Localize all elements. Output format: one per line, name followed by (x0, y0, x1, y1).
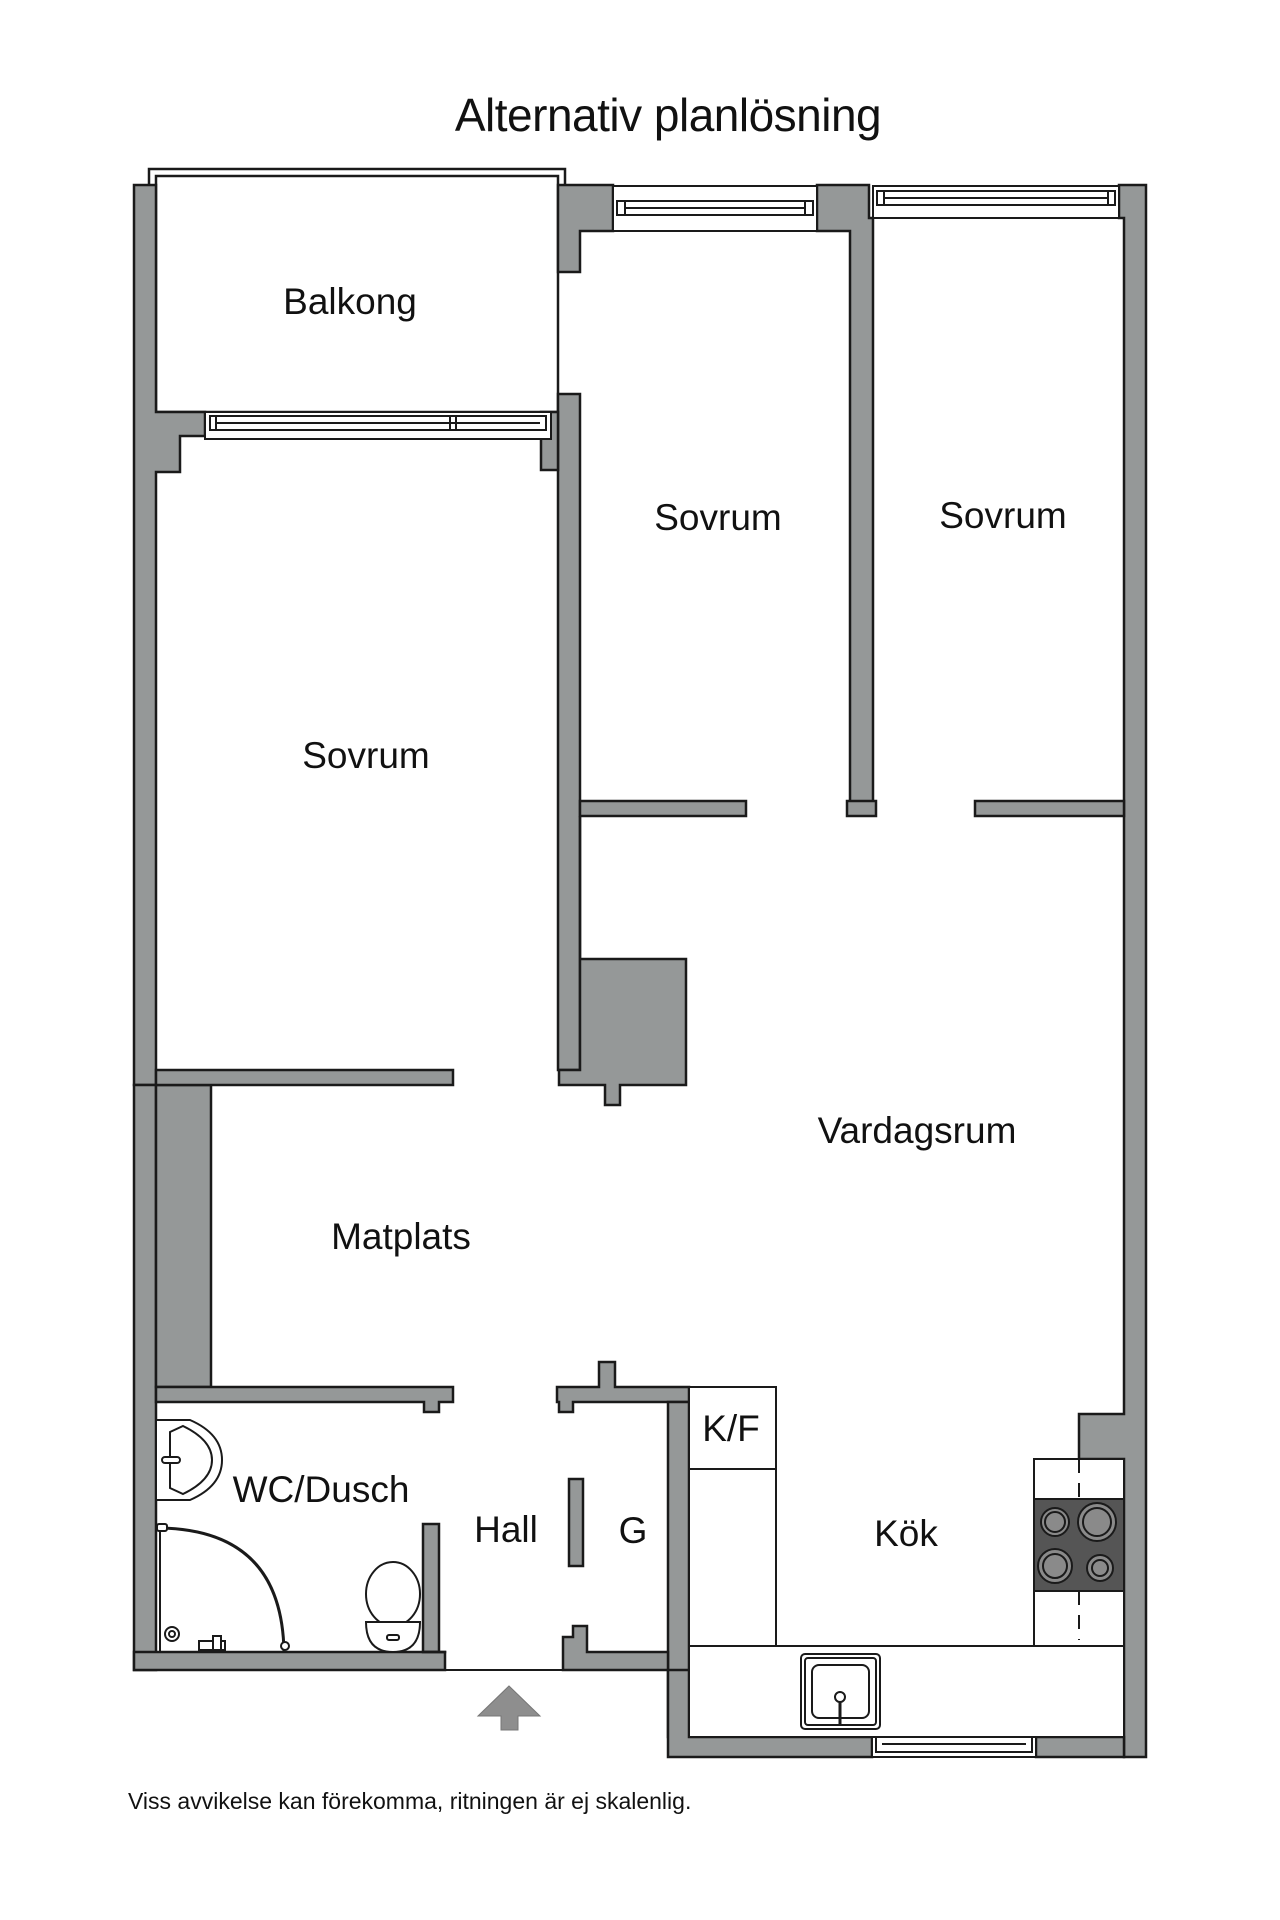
wall-mid-stub (845, 799, 878, 818)
wall-kitchen-bottom-right (1034, 1735, 1126, 1759)
room-label-vardagsrum: Vardagsrum (817, 1110, 1017, 1151)
disclaimer-note: Viss avvikelse kan förekomma, ritningen … (128, 1788, 692, 1814)
wall-bedroom-mid-front (578, 799, 748, 818)
window-balcony-door (204, 411, 552, 440)
wall-bedroom-right-front (973, 799, 1126, 818)
windows (204, 185, 1120, 1758)
kitchen-counter (688, 1645, 1125, 1738)
hob-icon (1033, 1498, 1125, 1592)
toilet-icon (364, 1561, 422, 1654)
balcony (147, 167, 567, 414)
sovrum-left-top-right-wall (556, 392, 582, 1072)
room-label-sovrum-right: Sovrum (939, 495, 1067, 536)
window-top-mid (612, 185, 818, 232)
matplats-thick-wall (154, 1083, 213, 1389)
wall-wc-right (421, 1522, 441, 1654)
window-top-right (872, 185, 1120, 219)
wall-closet-bottom (561, 1624, 670, 1672)
shower-icon (156, 1523, 290, 1653)
room-label-wc-dusch: WC/Dusch (232, 1469, 410, 1510)
closet-door-panel (567, 1477, 585, 1568)
column-block (557, 816, 688, 1107)
room-label-kok: Kök (874, 1513, 938, 1554)
room-label-hall: Hall (474, 1509, 538, 1550)
top-wall-mid-block (815, 183, 875, 816)
outer-wall-left-lower (132, 1083, 158, 1672)
room-label-sovrum-mid: Sovrum (654, 497, 782, 538)
room-label-sovrum-left: Sovrum (302, 735, 430, 776)
room-label-kyl-frys: K/F (702, 1408, 760, 1449)
wall-sovrum-left-bottom (154, 1068, 455, 1087)
wall-wc-bottom (132, 1650, 447, 1672)
top-wall-left-block (556, 183, 615, 274)
room-label-matplats: Matplats (331, 1216, 471, 1257)
room-label-balkong: Balkong (283, 281, 417, 322)
room-label-garderob: G (618, 1510, 648, 1551)
kitchen-sink-icon (800, 1653, 881, 1730)
wall-matplats-bottom (154, 1385, 455, 1414)
entrance-arrow-icon (476, 1685, 542, 1731)
fridge-freezer-box (688, 1386, 777, 1470)
washbasin-icon (155, 1419, 224, 1501)
kitchen-tall-cabinet (688, 1468, 777, 1647)
plan-title: Alternativ planlösning (454, 89, 882, 141)
